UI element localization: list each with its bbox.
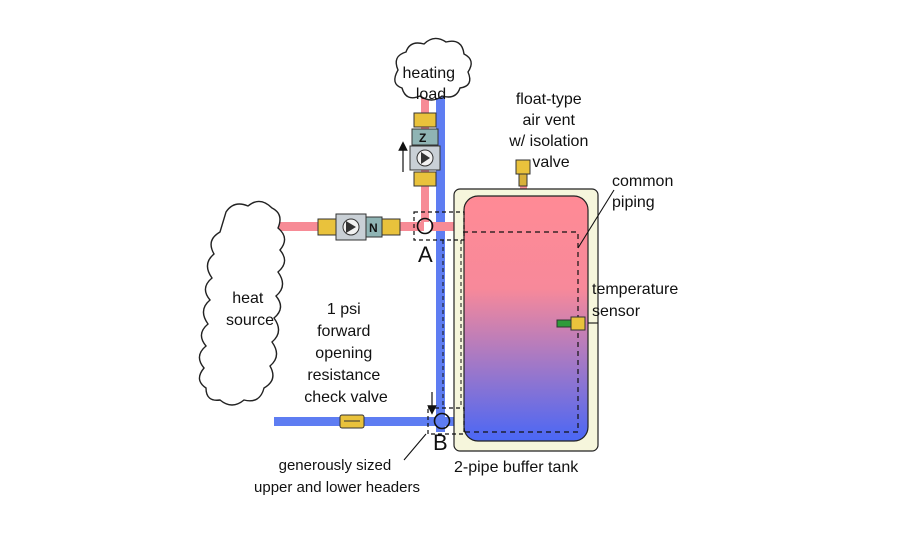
heat-source-label: heat source	[226, 290, 274, 329]
heating-load-cloud	[394, 37, 472, 101]
header-a-label: A	[418, 242, 433, 267]
headers-label: generously sized upper and lower headers	[254, 457, 420, 496]
tank-vessel	[463, 195, 589, 442]
common-piping-outline	[463, 231, 579, 433]
check-valve	[339, 392, 437, 429]
load-circulator: Z	[398, 112, 441, 187]
lower-header-box	[427, 407, 465, 435]
svg-text:Z: Z	[419, 131, 426, 145]
check-valve-label: 1 psi forward opening resistance check v…	[304, 301, 388, 406]
upper-header-box	[413, 211, 465, 241]
cold-tank-pipe	[430, 417, 465, 426]
heat-source-cloud	[198, 200, 286, 406]
air-vent	[515, 159, 531, 187]
header-b-label: B	[433, 430, 448, 455]
svg-text:N: N	[369, 221, 378, 235]
common-piping-leader	[577, 189, 615, 249]
header-a-circle	[416, 217, 434, 235]
cold-riser-pipe	[436, 92, 445, 432]
air-vent-label: float-type air vent w/ isolation valve	[508, 91, 593, 171]
temperature-sensor	[556, 316, 586, 331]
source-circulator: N	[317, 213, 401, 241]
headers-leader	[403, 433, 427, 461]
hot-tank-pipe	[431, 222, 465, 231]
temperature-sensor-label: temperature sensor	[592, 281, 683, 320]
buffer-tank-label: 2-pipe buffer tank	[454, 459, 579, 476]
heating-load-label: heating load	[403, 65, 460, 103]
buffer-tank	[413, 188, 599, 452]
header-b-circle	[433, 412, 451, 430]
common-piping-label: common piping	[612, 173, 678, 211]
